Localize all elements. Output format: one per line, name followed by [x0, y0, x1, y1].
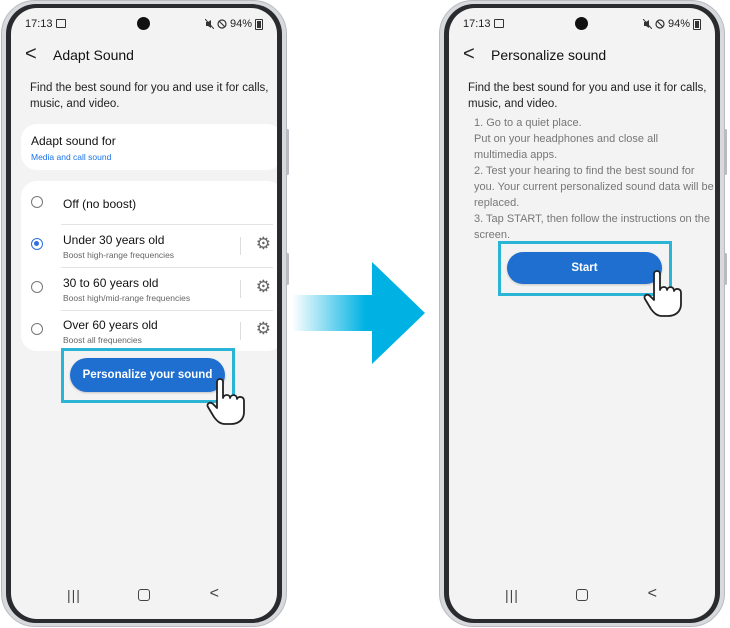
start-button[interactable]: Start [507, 252, 662, 284]
volume-button [724, 129, 727, 175]
divider [61, 267, 273, 268]
instructions: 1. Go to a quiet place. Put on your head… [474, 115, 714, 243]
divider [61, 310, 273, 311]
status-bar: 17:13 94% [449, 17, 715, 33]
instruction-step: 3. Tap START, then follow the instructio… [474, 213, 711, 241]
option-title: Off (no boost) [63, 197, 137, 211]
adapt-sound-for-label: Adapt sound for [31, 134, 116, 148]
dnd-icon [655, 19, 665, 29]
mute-icon [642, 19, 652, 29]
option-over-60[interactable]: Over 60 years old Boost all frequencies … [21, 310, 277, 352]
app-bar: < Personalize sound [449, 42, 715, 68]
home-icon[interactable] [138, 589, 150, 601]
instruction-step: Put on your headphones and close all mul… [474, 133, 659, 161]
gear-icon[interactable]: ⚙ [255, 319, 271, 338]
radio-button[interactable] [31, 196, 43, 208]
navigation-bar: ||| < [11, 585, 277, 605]
navigation-bar: ||| < [449, 585, 715, 605]
image-notification-icon [56, 19, 66, 28]
nav-back-icon[interactable]: < [647, 585, 657, 602]
power-button [724, 253, 727, 285]
option-30-to-60[interactable]: 30 to 60 years old Boost high/mid-range … [21, 268, 277, 310]
option-subtitle: Boost high/mid-range frequencies [63, 293, 191, 303]
adapt-sound-for-card[interactable]: Adapt sound for Media and call sound [21, 124, 277, 170]
option-title: Under 30 years old [63, 233, 165, 247]
back-icon[interactable]: < [463, 43, 475, 65]
battery-icon [255, 18, 263, 30]
personalize-your-sound-button[interactable]: Personalize your sound [70, 358, 225, 392]
status-time: 17:13 [463, 18, 491, 30]
hand-pointer-icon [206, 378, 245, 425]
instruction-step: 2. Test your hearing to find the best so… [474, 165, 714, 209]
back-icon[interactable]: < [25, 43, 37, 65]
option-title: Over 60 years old [63, 318, 158, 332]
battery-percent: 94% [667, 18, 690, 30]
home-icon[interactable] [576, 589, 588, 601]
status-bar: 17:13 94% [11, 17, 277, 33]
recent-apps-icon[interactable]: ||| [67, 587, 81, 603]
arrow-right-icon [292, 262, 425, 364]
option-off[interactable]: Off (no boost) [21, 183, 277, 225]
adapt-sound-for-value: Media and call sound [31, 152, 112, 162]
gear-icon[interactable]: ⚙ [255, 234, 271, 253]
separator [240, 280, 241, 298]
radio-button[interactable] [31, 323, 43, 335]
option-title: 30 to 60 years old [63, 276, 159, 290]
gear-icon[interactable]: ⚙ [255, 277, 271, 296]
page-title: Personalize sound [491, 47, 607, 63]
option-subtitle: Boost high-range frequencies [63, 250, 175, 260]
image-notification-icon [494, 19, 504, 28]
radio-button-selected[interactable] [31, 238, 43, 250]
page-title: Adapt Sound [53, 47, 134, 63]
status-time: 17:13 [25, 18, 53, 30]
dnd-icon [217, 19, 227, 29]
front-camera [575, 17, 588, 30]
button-highlight [61, 348, 235, 403]
separator [240, 237, 241, 255]
description: Find the best sound for you and use it f… [30, 82, 269, 110]
volume-button [286, 129, 289, 175]
hand-pointer-icon [643, 270, 682, 317]
separator [240, 322, 241, 340]
bezel: 17:13 94% < Personalize sound Find the b… [444, 4, 720, 623]
bezel: 17:13 94% < Adapt Sound Find the best so… [6, 4, 282, 623]
age-options-list: Off (no boost) Under 30 years old Boost … [21, 181, 277, 351]
button-highlight [498, 241, 672, 296]
recent-apps-icon[interactable]: ||| [505, 587, 519, 603]
option-subtitle: Boost all frequencies [63, 335, 142, 345]
battery-icon [693, 18, 701, 30]
instruction-step: 1. Go to a quiet place. [474, 117, 582, 129]
radio-button[interactable] [31, 281, 43, 293]
power-button [286, 253, 289, 285]
battery-percent: 94% [229, 18, 252, 30]
app-bar: < Adapt Sound [11, 42, 277, 68]
screen-left: 17:13 94% < Adapt Sound Find the best so… [11, 8, 277, 619]
phone-right: 17:13 94% < Personalize sound Find the b… [439, 0, 727, 627]
screen-right: 17:13 94% < Personalize sound Find the b… [449, 8, 715, 619]
phone-left: 17:13 94% < Adapt Sound Find the best so… [1, 0, 289, 627]
option-under-30[interactable]: Under 30 years old Boost high-range freq… [21, 225, 277, 267]
nav-back-icon[interactable]: < [209, 585, 219, 602]
mute-icon [204, 19, 214, 29]
front-camera [137, 17, 150, 30]
description: Find the best sound for you and use it f… [468, 82, 707, 110]
divider [61, 224, 273, 225]
